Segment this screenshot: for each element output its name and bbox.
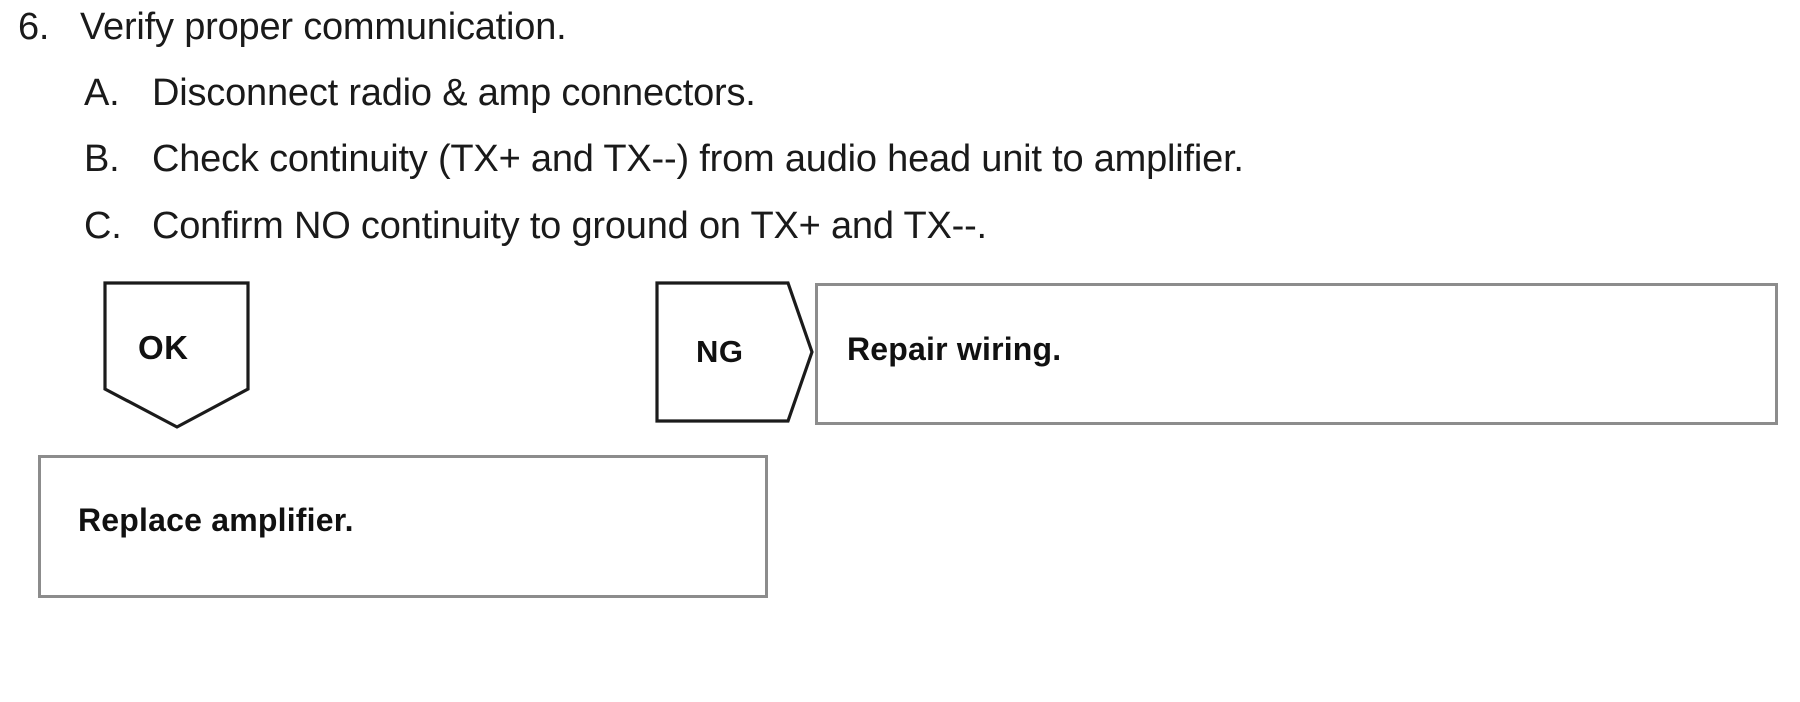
ok-label: OK <box>138 329 189 366</box>
substep-a-text: Disconnect radio & amp connectors. <box>152 72 756 114</box>
ng-label: NG <box>696 334 744 369</box>
replace-amplifier-box <box>38 455 768 598</box>
ng-branch-arrow-icon <box>655 281 815 423</box>
replace-amplifier-label: Replace amplifier. <box>78 502 354 538</box>
substep-a-letter: A. <box>84 72 120 114</box>
ok-branch-arrow-icon <box>103 281 253 429</box>
repair-wiring-box <box>815 283 1778 425</box>
substep-a-line: A. Disconnect radio & amp connectors. <box>84 72 756 115</box>
substep-c-letter: C. <box>84 205 122 247</box>
step-6-line: 6. Verify proper communication. <box>18 6 567 49</box>
substep-c-text: Confirm NO continuity to ground on TX+ a… <box>152 205 987 247</box>
step-number: 6. <box>18 6 50 48</box>
substep-b-line: B. Check continuity (TX+ and TX--) from a… <box>84 138 1244 181</box>
repair-wiring-label: Repair wiring. <box>847 331 1062 367</box>
substep-b-text: Check continuity (TX+ and TX--) from aud… <box>152 138 1244 180</box>
step-title: Verify proper communication. <box>80 6 567 48</box>
substep-c-line: C. Confirm NO continuity to ground on TX+… <box>84 205 987 248</box>
substep-b-letter: B. <box>84 138 120 180</box>
